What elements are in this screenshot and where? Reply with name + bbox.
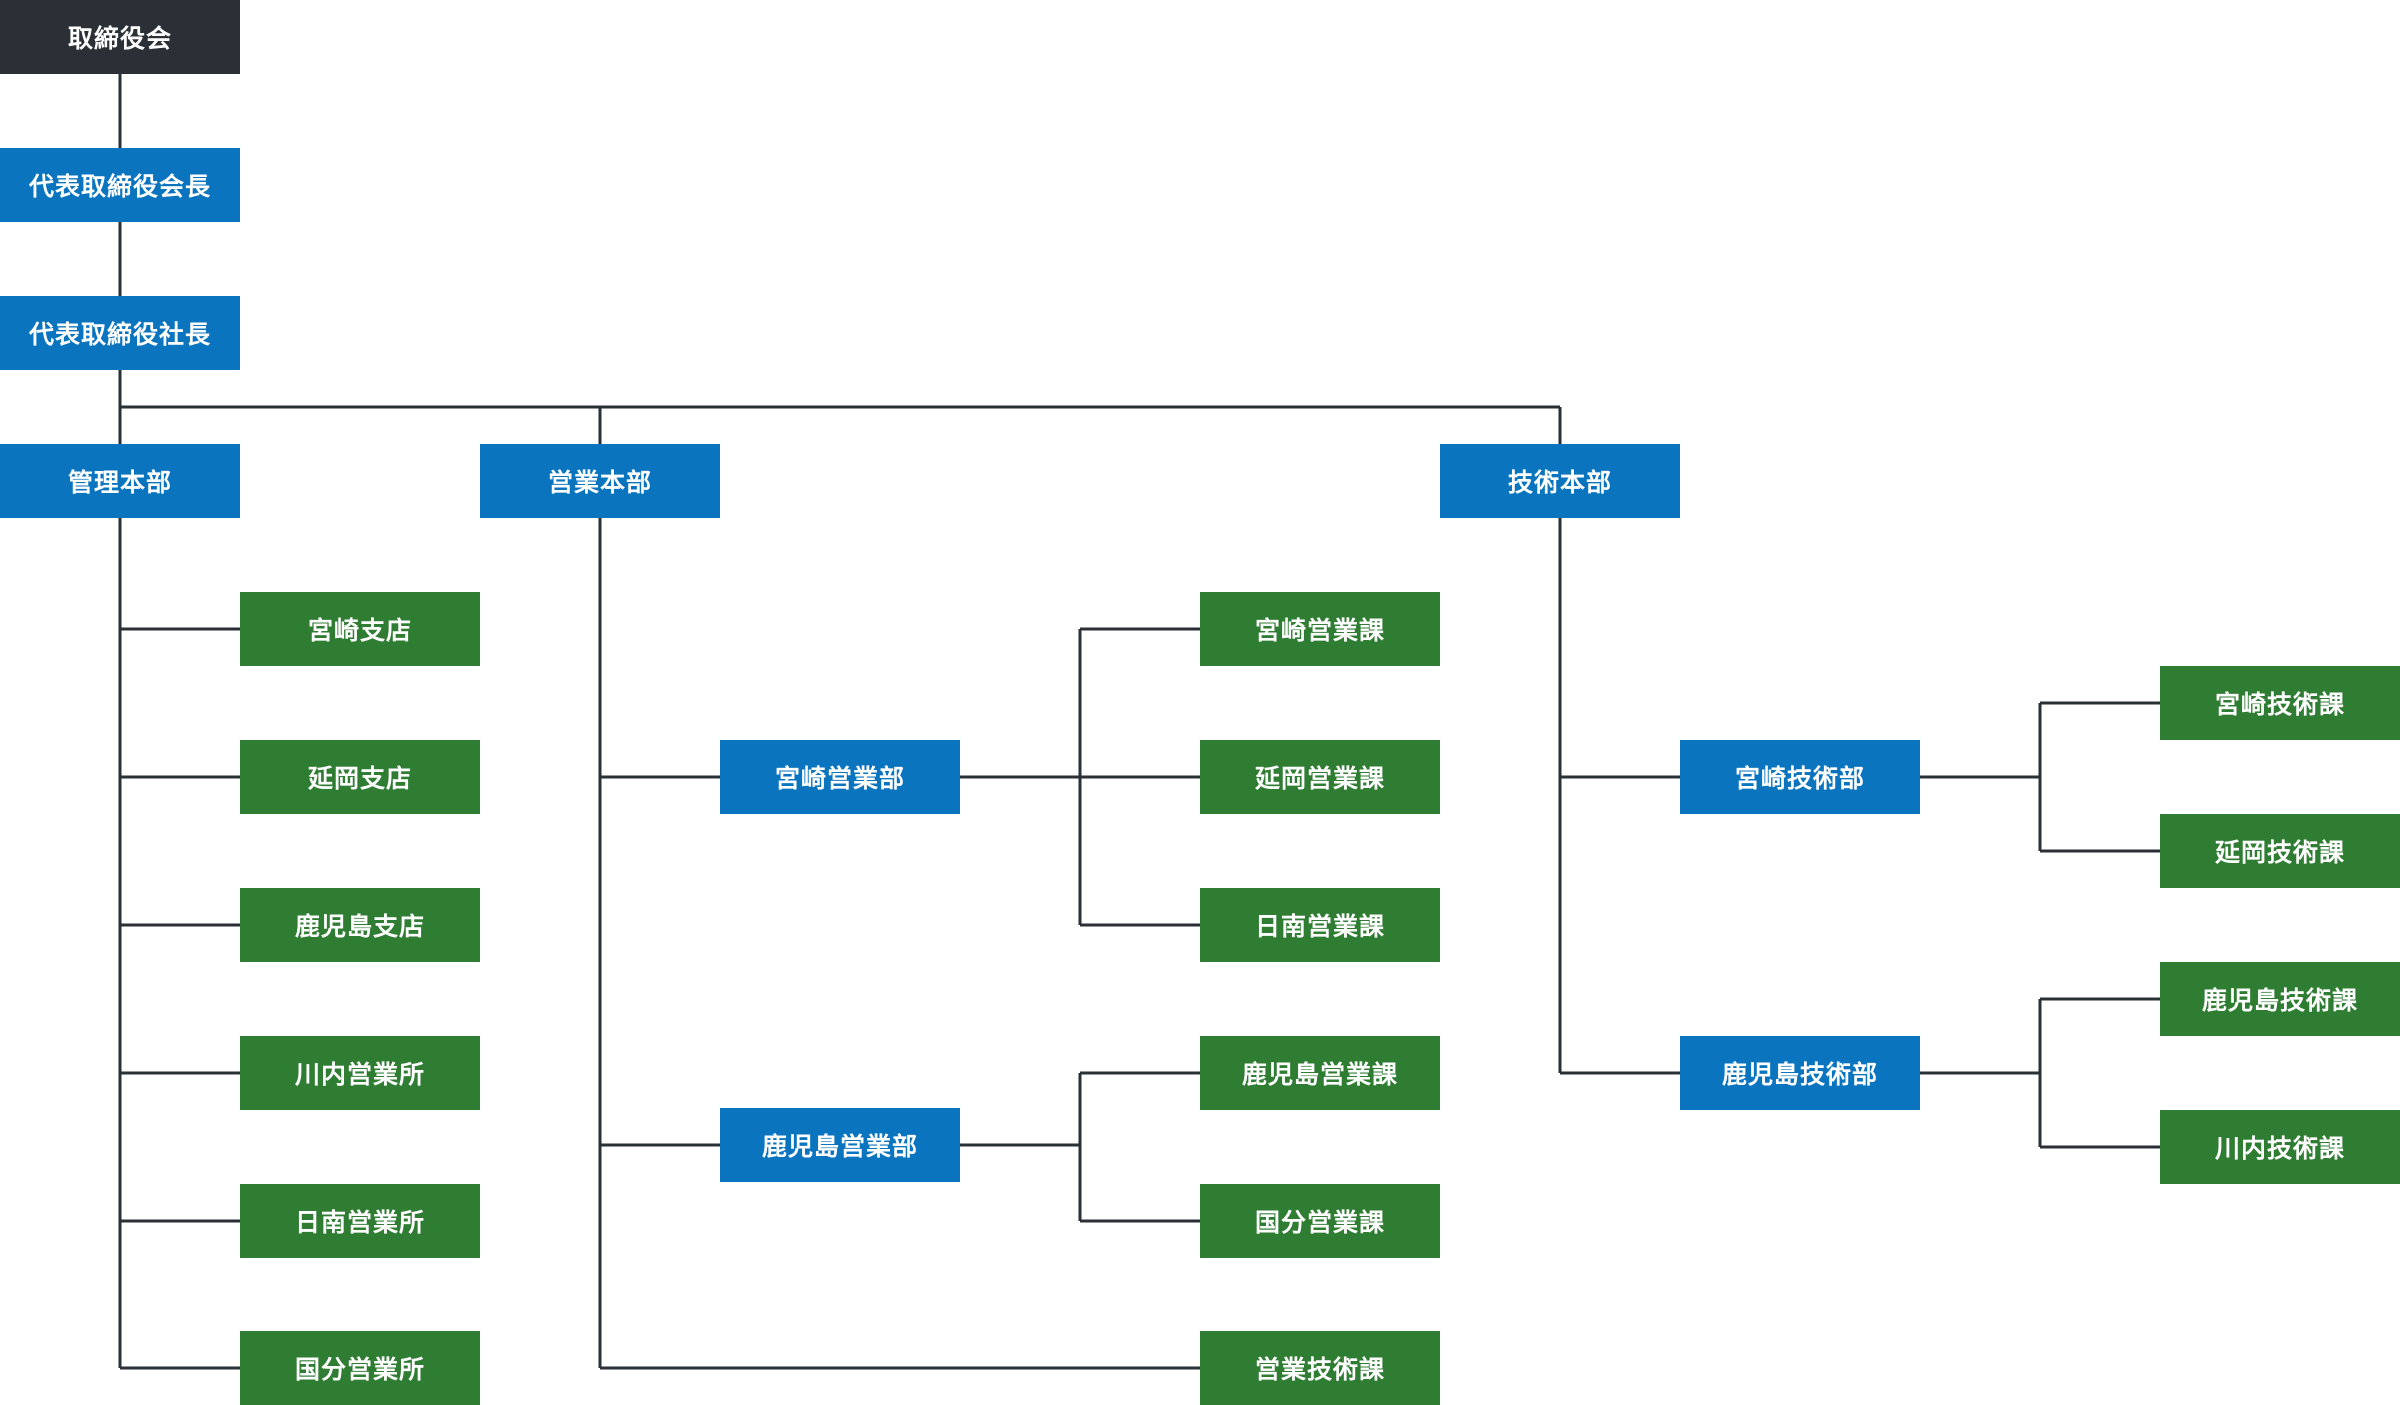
tech-section-box: 鹿児島技術課 (2160, 962, 2400, 1036)
admin-division-box: 管理本部 (0, 444, 240, 518)
tech-section-box: 延岡技術課 (2160, 814, 2400, 888)
tech-section-box: 宮崎技術課 (2160, 666, 2400, 740)
sales-technical-section-box: 営業技術課 (1200, 1331, 1440, 1405)
admin-unit-box: 宮崎支店 (240, 592, 480, 666)
admin-unit-box: 国分営業所 (240, 1331, 480, 1405)
president-box: 代表取締役社長 (0, 296, 240, 370)
chairman-box: 代表取締役会長 (0, 148, 240, 222)
connector-kagoshima-sales-sections (960, 1071, 1200, 1223)
tech-department-box: 宮崎技術部 (1680, 740, 1920, 814)
sales-department-box: 鹿児島営業部 (720, 1108, 960, 1182)
tech-department-box: 鹿児島技術部 (1680, 1036, 1920, 1110)
sales-section-box: 国分営業課 (1200, 1184, 1440, 1258)
tech-section-box: 川内技術課 (2160, 1110, 2400, 1184)
sales-department-box: 宮崎営業部 (720, 740, 960, 814)
board-of-directors-box: 取締役会 (0, 0, 240, 74)
tech-division-box: 技術本部 (1440, 444, 1680, 518)
connector-miyazaki-tech-sections (1920, 701, 2160, 853)
sales-section-box: 延岡営業課 (1200, 740, 1440, 814)
connector-tech-departments (1558, 518, 1680, 1075)
admin-unit-box: 川内営業所 (240, 1036, 480, 1110)
connector-sales-departments (598, 518, 1200, 1370)
connector-president-divisions (120, 405, 1562, 444)
sales-section-box: 宮崎営業課 (1200, 592, 1440, 666)
connector-kagoshima-tech-sections (1920, 997, 2160, 1149)
connector-admin-units (118, 518, 240, 1370)
admin-unit-box: 日南営業所 (240, 1184, 480, 1258)
admin-unit-box: 延岡支店 (240, 740, 480, 814)
sales-division-box: 営業本部 (480, 444, 720, 518)
sales-section-box: 日南営業課 (1200, 888, 1440, 962)
sales-section-box: 鹿児島営業課 (1200, 1036, 1440, 1110)
admin-unit-box: 鹿児島支店 (240, 888, 480, 962)
connector-miyazaki-sales-sections (960, 627, 1200, 927)
